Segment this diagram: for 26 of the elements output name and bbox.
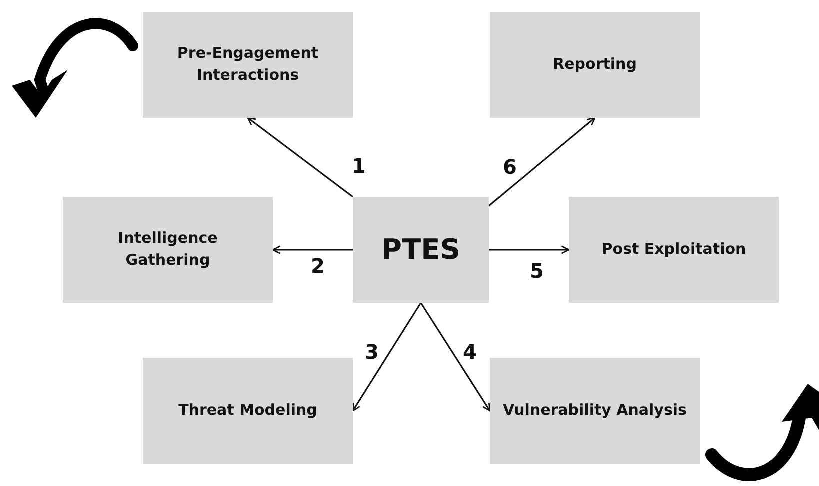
arrow	[488, 117, 596, 207]
arrow	[272, 246, 353, 254]
edge-label: 3	[365, 342, 379, 362]
box-label: Intelligence Gathering	[117, 228, 219, 271]
edge-label: 5	[530, 261, 544, 281]
edge-label: 4	[463, 342, 477, 362]
process-box	[353, 197, 489, 303]
process-box	[569, 197, 779, 303]
arrow	[352, 302, 422, 412]
box-label: Post Exploitation	[602, 239, 746, 260]
edge-label: 6	[503, 157, 517, 177]
box-label: Reporting	[553, 54, 637, 76]
edge-label: 2	[311, 256, 325, 276]
process-box	[490, 358, 700, 464]
box-label: Threat Modeling	[178, 400, 318, 422]
edge-label: 1	[352, 156, 366, 176]
process-box	[490, 12, 700, 118]
box-label: Vulnerability Analysis	[503, 400, 687, 422]
arrow	[247, 117, 354, 198]
arrow	[489, 246, 570, 254]
arrow	[420, 302, 491, 412]
process-box	[63, 197, 273, 303]
process-box	[143, 12, 353, 118]
process-box	[143, 358, 353, 464]
box-label: PTES	[382, 232, 460, 268]
box-label: Pre-Engagement Interactions	[176, 43, 320, 86]
